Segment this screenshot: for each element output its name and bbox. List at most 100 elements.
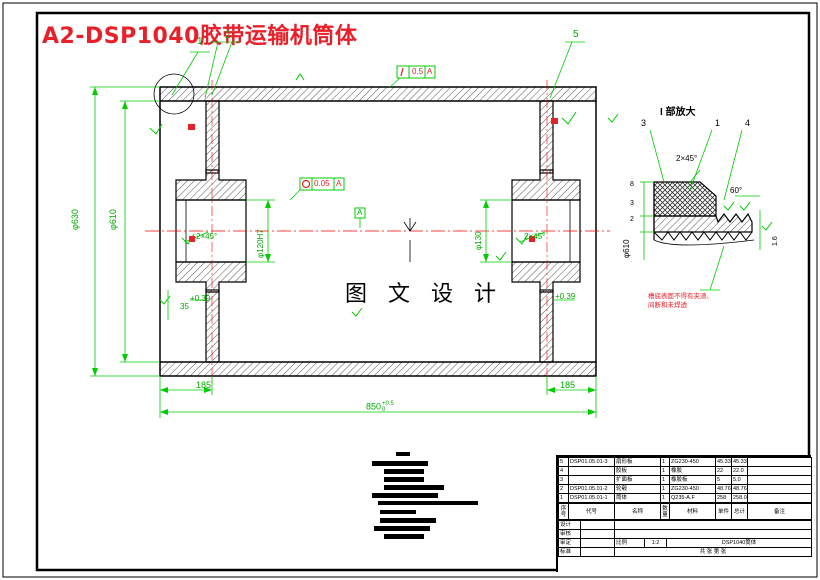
- hdr-name: 名称: [614, 503, 661, 520]
- detail-dia: φ610: [622, 239, 631, 258]
- bom-cell-qty: 1: [660, 457, 670, 467]
- bom-cell-no: 1: [558, 493, 569, 503]
- bom-cell-w2: 22.0: [731, 466, 748, 476]
- bottom-shell: [159, 361, 597, 377]
- concentric-frame: [299, 177, 345, 191]
- hdr-no: 序号: [558, 503, 569, 520]
- bom-cell-name: 轮毂: [614, 484, 661, 494]
- dim-hub-left: φ120H7: [256, 229, 265, 258]
- runout-value: 0.5: [412, 67, 424, 76]
- bom-cell-no: 3: [558, 475, 569, 485]
- runout-datum: A: [427, 67, 433, 76]
- tb-sheet: 共 张 第 张: [614, 547, 812, 557]
- inner-border: [35, 11, 811, 572]
- bom-cell-name: 扇形板: [614, 457, 661, 467]
- callout-2: 2: [225, 30, 231, 41]
- detail-callout-1: 1: [715, 118, 721, 128]
- bom-cell-mat: ZG230-450: [669, 457, 716, 467]
- bom-cell-note: [747, 457, 812, 467]
- tb-designer: 设计: [558, 520, 581, 530]
- datum-box: [354, 207, 366, 219]
- concentric-value: 0.05: [314, 179, 330, 188]
- tol-up: +0.5: [382, 401, 394, 407]
- bom-cell-no: 4: [558, 466, 569, 476]
- dim-left-185: 185: [196, 380, 212, 390]
- drum-section-view: [145, 80, 610, 385]
- tb-scale: 1:2: [644, 538, 667, 548]
- dimension-lines: [90, 41, 597, 418]
- top-shell: [159, 86, 597, 102]
- bom-cell-w2: 48.76: [731, 484, 748, 494]
- dim-inner-dia: φ610: [108, 209, 118, 230]
- drawing-title: A2-DSP1040胶带运输机筒体: [42, 24, 358, 49]
- bom-cell-w1: 258: [715, 493, 732, 503]
- dim-spacing-left: 35: [180, 302, 189, 311]
- bom-cell-note: [747, 466, 812, 476]
- dimension-arrows: [92, 87, 596, 415]
- datum-label: A: [357, 208, 363, 217]
- dim-hub-right: φ130: [474, 231, 483, 250]
- bom-cell-qty: 1: [660, 475, 670, 485]
- bom-cell-code: [568, 466, 615, 476]
- bom-cell-w2: 258.0: [731, 493, 748, 503]
- dim-fit-left: +0.39: [190, 294, 211, 303]
- dim-right-185: 185: [560, 380, 576, 390]
- hdr-total: 总计: [731, 503, 748, 520]
- tb-checker: 审核: [558, 529, 581, 539]
- bom-cell-w2: 45.33: [731, 457, 748, 467]
- bom-cell-code: DSP01.05.01-3: [568, 457, 615, 467]
- bom-cell-code: DSP01.05.01-1: [568, 493, 615, 503]
- detail-h3: 2: [630, 216, 634, 223]
- bom-cell-mat: 橡胶: [669, 466, 716, 476]
- detail-dimensions: [640, 129, 761, 291]
- bom-cell-no: 5: [558, 457, 569, 467]
- detail-callout-3: 3: [641, 118, 647, 128]
- detail-angle: 60°: [730, 186, 743, 195]
- bom-cell-w1: 5: [715, 475, 732, 485]
- hdr-unit: 单件: [715, 503, 732, 520]
- detail-pitch: 1.6: [772, 236, 779, 246]
- tb-drawing-name: DSP1040筒体: [666, 538, 812, 548]
- bom-cell-name: 扩面板: [614, 475, 661, 485]
- bom-cell-qty: 1: [660, 493, 670, 503]
- bom-cell-no: 2: [558, 484, 569, 494]
- detail-chamfer: 2×45°: [676, 154, 698, 163]
- detail-title: I 部放大: [660, 107, 696, 118]
- detail-note: 槽底表面不得有夹渣、间断和未焊透: [648, 293, 713, 309]
- detail-symbols: [723, 201, 773, 231]
- hdr-mat: 材料: [669, 503, 716, 520]
- tb-standard: 标准: [558, 547, 581, 557]
- bom-cell-qty: 1: [660, 484, 670, 494]
- tol-dn: 0: [382, 407, 386, 413]
- weld-marks: [188, 118, 558, 242]
- bom-cell-name: 胶板: [614, 466, 661, 476]
- dim-fit-right: +0.39: [555, 292, 576, 301]
- detail-circle: [153, 73, 195, 115]
- bom-cell-note: [747, 475, 812, 485]
- dim-length-value: 850: [366, 401, 382, 412]
- detail-view: [653, 181, 755, 246]
- bom-cell-note: [747, 493, 812, 503]
- detail-callout-4: 4: [745, 118, 751, 128]
- bom-cell-code: [568, 475, 615, 485]
- callout-5: 5: [573, 29, 579, 40]
- runout-frame: [396, 65, 436, 79]
- bom-cell-mat: 橡胶板: [669, 475, 716, 485]
- bom-cell-code: DSP01.05.01-2: [568, 484, 615, 494]
- dim-chamfer-left: 2×45°: [196, 232, 218, 241]
- detail-h2: 3: [630, 200, 634, 207]
- dim-chamfer-right: 2×45°: [524, 232, 546, 241]
- watermark: 图 文 设 计: [343, 276, 505, 308]
- bom-cell-w1: 48.76: [715, 484, 732, 494]
- bom-cell-mat: Q235-A.F: [669, 493, 716, 503]
